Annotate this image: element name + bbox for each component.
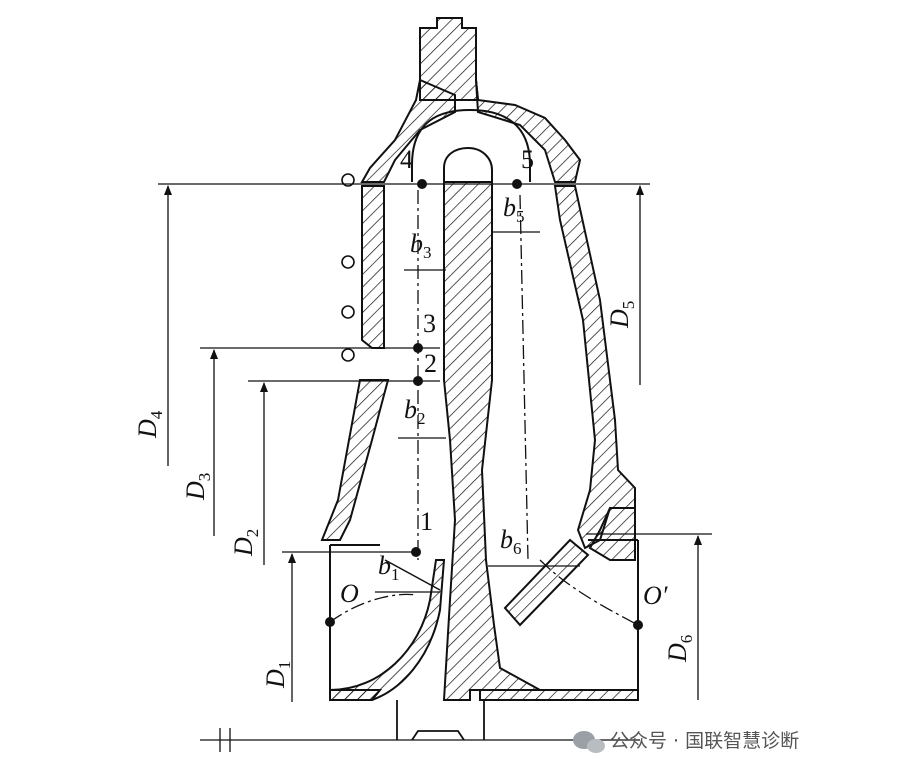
diameter-label-D2: D2 (229, 529, 262, 557)
flange-bolts (341, 173, 355, 362)
svg-text:D6: D6 (663, 635, 696, 663)
diameter-label-D3: D3 (181, 473, 214, 501)
shaft-bottom (396, 700, 485, 741)
point-marker-2 (413, 376, 423, 386)
diameter-label-D4: D4 (133, 410, 166, 439)
center-marker-O (325, 617, 335, 627)
svg-text:D5: D5 (605, 301, 638, 329)
svg-text:D3: D3 (181, 473, 214, 501)
width-label-b5: b5 (503, 193, 525, 226)
center-label-O: O (340, 579, 359, 608)
center-label-O-prime: O′ (643, 581, 668, 610)
point-label-4: 4 (400, 145, 413, 174)
flow-points (325, 179, 643, 630)
dimension-lines (158, 183, 712, 752)
diameter-label-D1: D1 (261, 661, 294, 689)
point-marker-4 (417, 179, 427, 189)
point-label-5: 5 (521, 145, 534, 174)
svg-text:D4: D4 (133, 410, 166, 439)
center-marker-O-prime (633, 620, 643, 630)
diameter-label-D6: D6 (663, 635, 696, 663)
svg-text:D2: D2 (229, 529, 262, 557)
watermark-text: 公众号 · 国联智慧诊断 (610, 730, 799, 752)
point-marker-1 (411, 547, 421, 557)
wechat-icon (573, 731, 605, 753)
watermark: 公众号 · 国联智慧诊断 (573, 730, 799, 753)
center-lines (329, 190, 639, 626)
diameter-label-D5: D5 (605, 301, 638, 329)
point-marker-3 (413, 343, 423, 353)
width-label-b1: b1 (378, 551, 400, 584)
point-label-3: 3 (423, 309, 436, 338)
casing-walls (320, 17, 639, 701)
point-label-1: 1 (420, 507, 433, 536)
point-label-2: 2 (424, 349, 437, 378)
width-label-b3: b3 (410, 229, 432, 262)
svg-text:D1: D1 (261, 661, 294, 689)
width-label-b2: b2 (404, 395, 426, 428)
width-label-b6: b6 (500, 525, 522, 558)
point-marker-5 (512, 179, 522, 189)
